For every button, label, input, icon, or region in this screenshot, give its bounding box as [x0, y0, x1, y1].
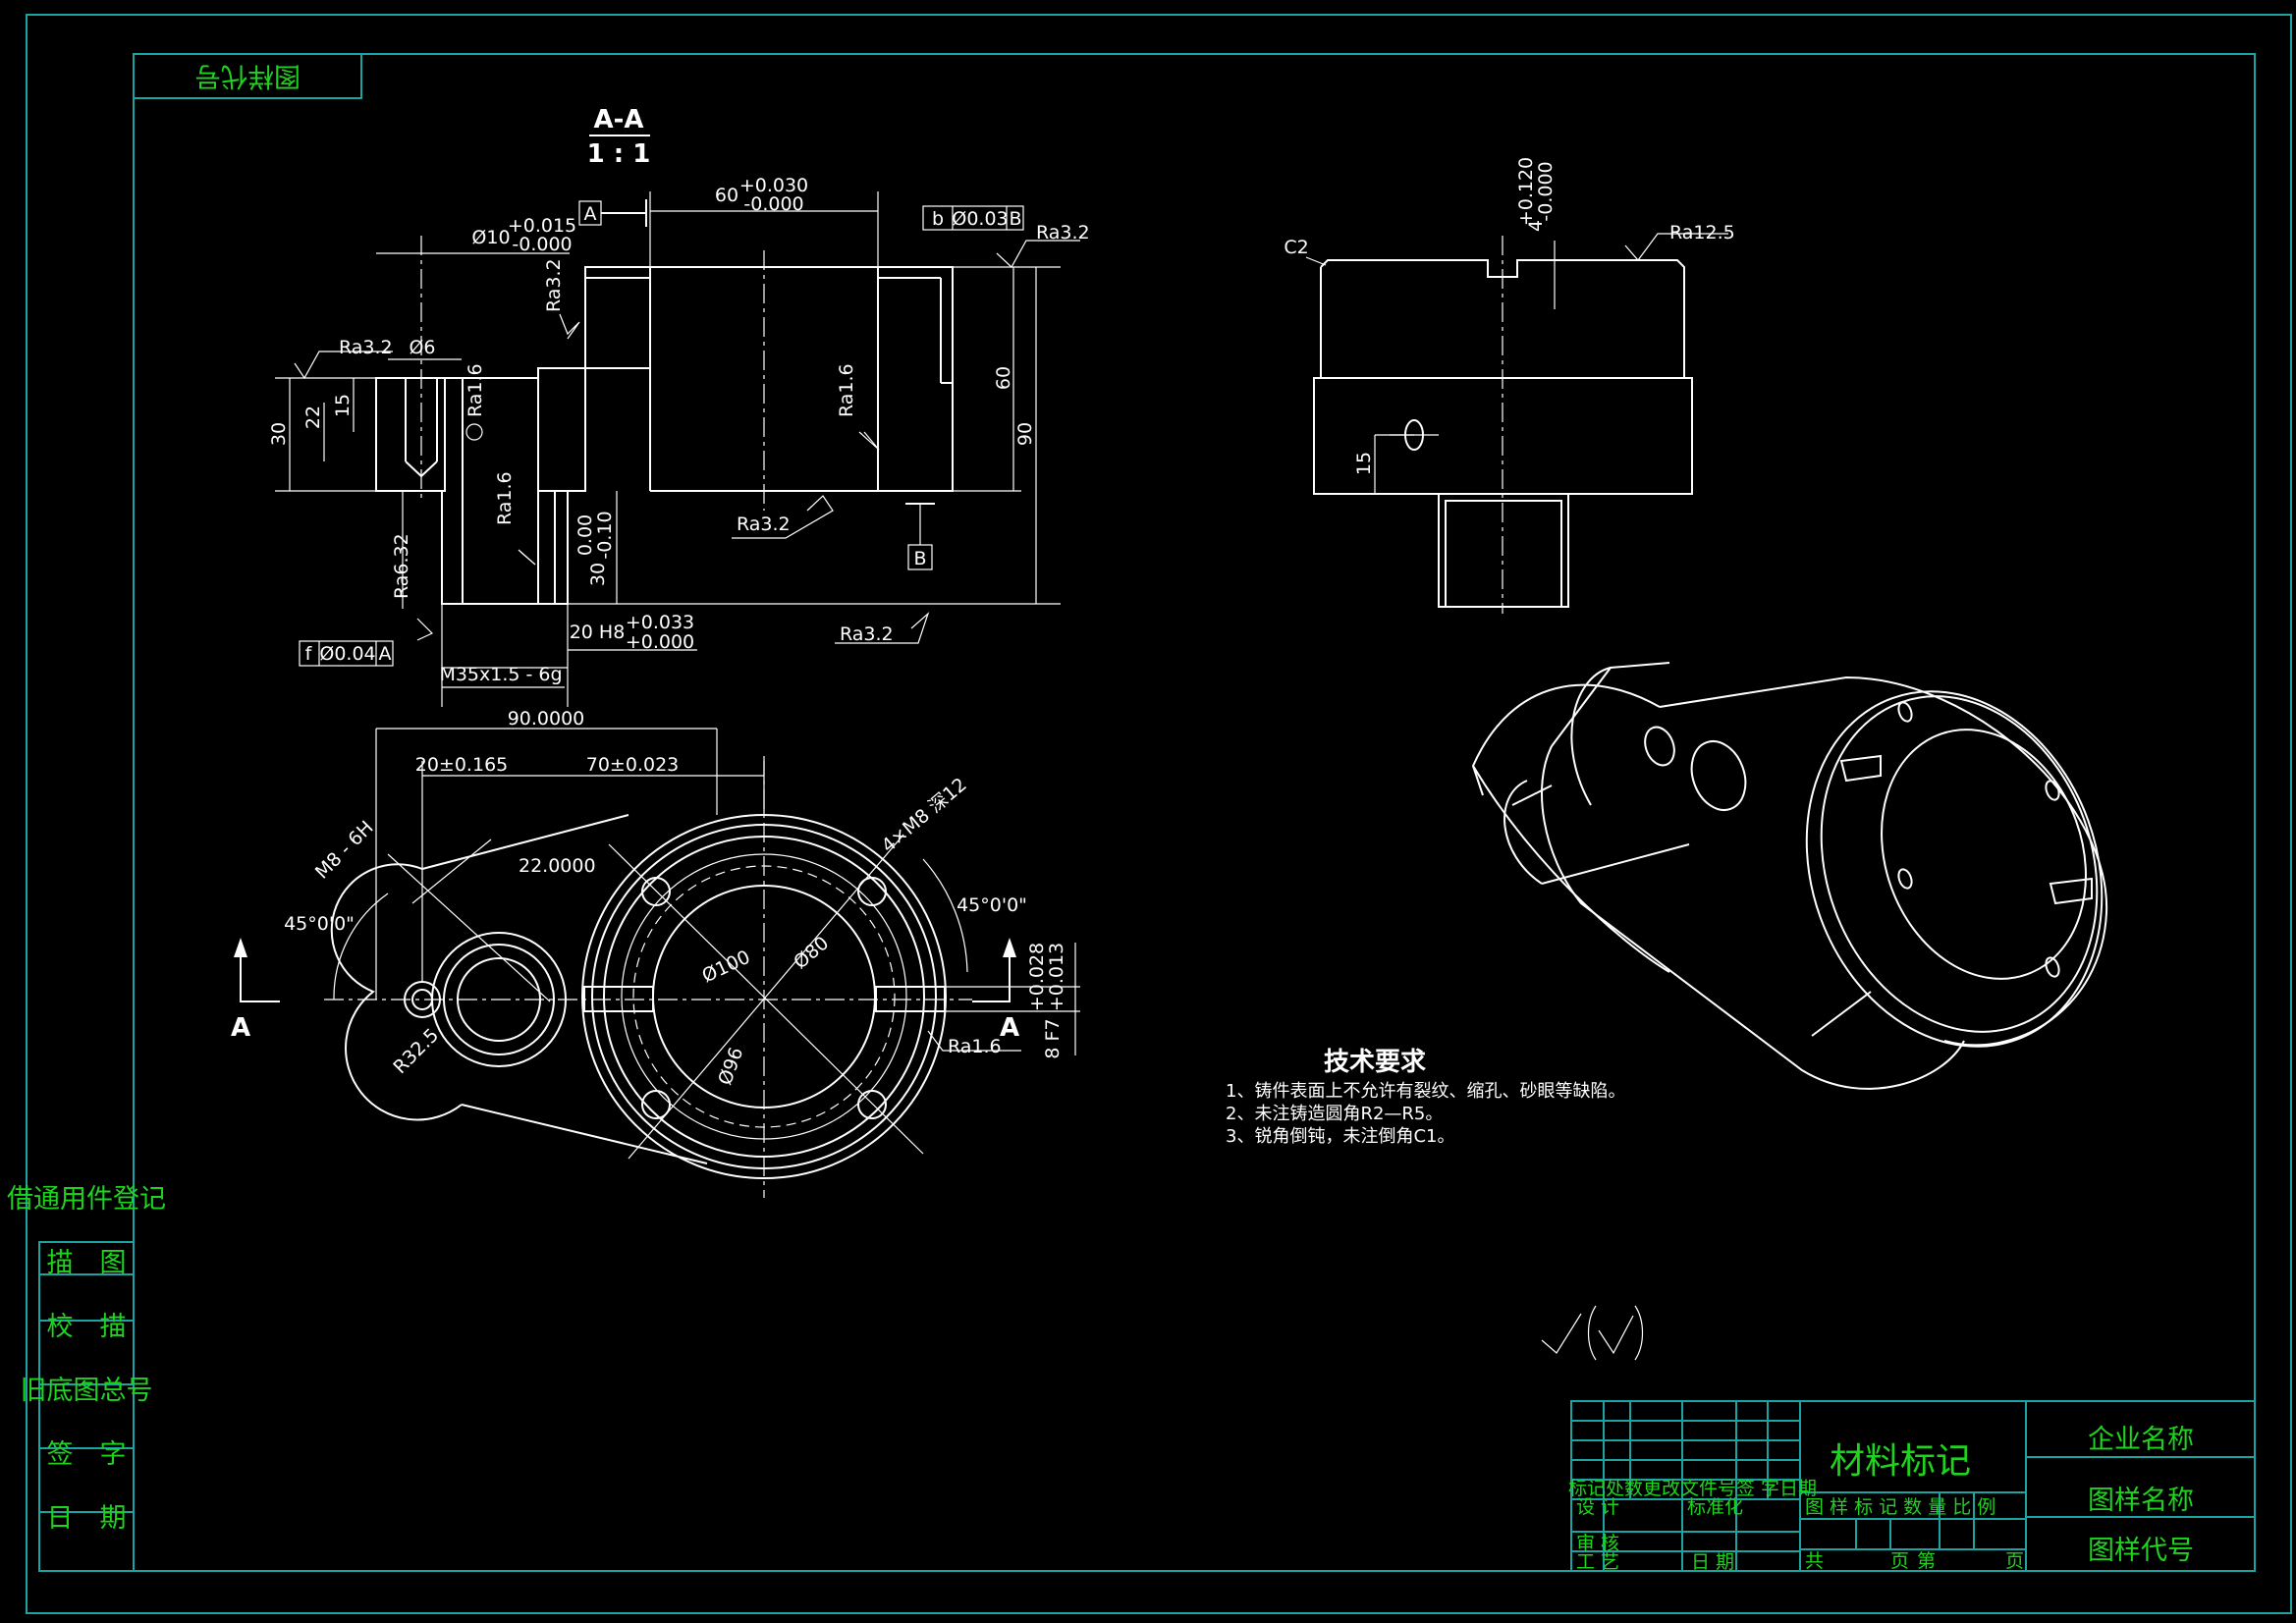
isometric-view	[1471, 662, 2108, 1090]
slot-4: 4	[1525, 220, 1547, 232]
tech-title: 技术要求	[1324, 1048, 1426, 1077]
angle-right: 45°0'0"	[957, 894, 1027, 916]
dim-len-30: 30	[268, 422, 290, 446]
tech-item-1: 1、铸件表面上不允许有裂纹、缩孔、砂眼等缺陷。	[1226, 1081, 1625, 1102]
tech-item-3: 3、锐角倒钝，未注倒角C1。	[1226, 1126, 1454, 1147]
tb-page2: 页	[2005, 1550, 2024, 1572]
ra-left-side: Ra6.32	[391, 533, 412, 599]
datum-b: B	[913, 548, 926, 569]
section-marker-left: A	[231, 1013, 250, 1043]
inner-frame	[133, 53, 2256, 1572]
ra-bottom-mid: Ra3.2	[737, 514, 791, 535]
ra-hole: Ra1.6	[465, 363, 486, 417]
title-block: 材料标记 企业名称 图样名称 图样代号 标记处数更改文件号签 字日期 设 计 标…	[1568, 1400, 2256, 1573]
dim-bore-60: 60	[715, 185, 738, 206]
tol-flat-sym: b	[932, 208, 944, 230]
tol-run-val: Ø0.04	[319, 643, 375, 665]
tb-rev-header: 标记处数更改文件号签 字日期	[1568, 1478, 1817, 1499]
dim-fit-lower: +0.000	[626, 631, 694, 653]
dim-fit-upper: +0.033	[626, 612, 694, 633]
holes-4m8: 4×M8 深12	[878, 774, 971, 857]
chamfer-c2: C2	[1284, 237, 1308, 258]
sidebar-row-5: 签 字	[47, 1439, 127, 1470]
dim-len-30b: 30	[587, 563, 609, 586]
dim-len-22: 22	[302, 406, 324, 429]
slot-lower: -0.000	[1535, 161, 1557, 221]
dim-70: 70±0.023	[586, 754, 680, 776]
tol-run-ref: A	[379, 643, 392, 665]
tb-drawing-name: 图样名称	[2088, 1486, 2194, 1516]
top-view: 90.0000 20±0.165 70±0.023 M8 - 6H 22.000…	[231, 708, 1080, 1198]
sidebar-row-6: 日 期	[47, 1503, 127, 1534]
sidebar-row-3: 校 描	[47, 1312, 127, 1342]
tb-review: 审 核	[1576, 1533, 1619, 1554]
dim-len-60: 60	[993, 366, 1014, 390]
ra-side: Ra12.5	[1669, 222, 1735, 243]
section-scale: 1 : 1	[587, 139, 651, 169]
tb-columns: 图 样 标 记 数 量 比 例	[1805, 1496, 1995, 1518]
key-8f7: 8 F7	[1042, 1018, 1064, 1058]
corner-label-box	[133, 53, 362, 99]
tb-date: 日 期	[1691, 1551, 1734, 1573]
section-title: A-A	[593, 105, 643, 135]
tb-company: 企业名称	[2088, 1425, 2194, 1455]
dim-small: 22.0000	[519, 855, 596, 877]
sidebar-register: 借通用件登记 描 图 校 描 旧底图总号 签 字 日 期	[7, 1184, 166, 1572]
dim-fit-h8: 20 H8	[570, 622, 626, 643]
ra-top-right: Ra3.2	[1036, 222, 1090, 243]
tb-process: 工 艺	[1576, 1551, 1619, 1573]
tb-design: 设 计	[1576, 1496, 1619, 1518]
dim-bore-lower: -0.000	[743, 193, 803, 215]
tech-item-2: 2、未注铸造圆角R2—R5。	[1226, 1104, 1443, 1124]
thread-m8: M8 - 6H	[311, 817, 378, 884]
dim-bore-upper: +0.030	[739, 175, 808, 196]
angle-left: 45°0'0"	[284, 913, 355, 935]
tb-sheet: 第	[1917, 1550, 1936, 1572]
side-len-15: 15	[1353, 452, 1375, 475]
slot-upper: +0.120	[1515, 157, 1537, 226]
ra-top-left: Ra3.2	[339, 337, 393, 358]
key-lower: +0.013	[1046, 943, 1067, 1011]
dim-total-90: 90.0000	[508, 708, 585, 730]
ra-thread: Ra1.6	[494, 471, 516, 525]
dim-len-15: 15	[332, 394, 354, 417]
dim-len-90: 90	[1014, 422, 1036, 446]
outer-frame	[26, 14, 2292, 1614]
dim-thread: M35x1.5 - 6g	[439, 664, 562, 685]
ra-inner-left: Ra3.2	[543, 258, 565, 312]
sidebar-row-1: 借通用件登记	[7, 1184, 166, 1215]
dim-len-30b-upper: 0.00	[574, 514, 596, 556]
tb-standard: 标准化	[1687, 1496, 1743, 1518]
default-roughness-symbol	[1541, 1305, 1644, 1361]
tol-run-sym: f	[305, 643, 313, 665]
section-view-a-a: A-A 1 : 1 60 +0.030 -0.000	[268, 105, 1090, 707]
dia-80: Ø80	[790, 932, 833, 973]
datum-a: A	[584, 203, 597, 225]
radius-32: R32.5	[389, 1024, 443, 1078]
tb-material: 材料标记	[1830, 1441, 1971, 1482]
sidebar-row-2: 描 图	[47, 1248, 127, 1278]
ra-top-view: Ra1.6	[948, 1036, 1002, 1057]
dim-20: 20±0.165	[415, 754, 509, 776]
key-upper: +0.028	[1026, 943, 1048, 1011]
dim-hole-lower: -0.000	[512, 234, 572, 255]
tol-flat-val: Ø0.03	[952, 208, 1008, 230]
sidebar-row-4: 旧底图总号	[21, 1376, 153, 1406]
dim-len-30b-lower: -0.10	[594, 511, 616, 559]
tb-drawing-code: 图样代号	[2088, 1536, 2194, 1566]
tol-flat-ref: B	[1009, 208, 1021, 230]
dim-hole-upper: +0.015	[508, 215, 576, 237]
dia-100: Ø100	[699, 947, 754, 988]
tb-page: 页	[1890, 1550, 1909, 1572]
technical-requirements: 技术要求 1、铸件表面上不允许有裂纹、缩孔、砂眼等缺陷。 2、未注铸造圆角R2—…	[1226, 1048, 1625, 1147]
tb-total: 共	[1805, 1550, 1824, 1572]
dim-hole-dia: Ø10	[471, 227, 510, 248]
corner-label: 图样代号	[194, 61, 301, 91]
side-view: 15 C2 4 +0.120 -0.000 Ra12.5	[1284, 157, 1735, 614]
section-marker-right: A	[1000, 1013, 1019, 1043]
dim-pin-6: Ø6	[409, 337, 435, 358]
ra-bottom-right: Ra3.2	[840, 623, 894, 645]
ra-bore: Ra1.6	[836, 363, 857, 417]
